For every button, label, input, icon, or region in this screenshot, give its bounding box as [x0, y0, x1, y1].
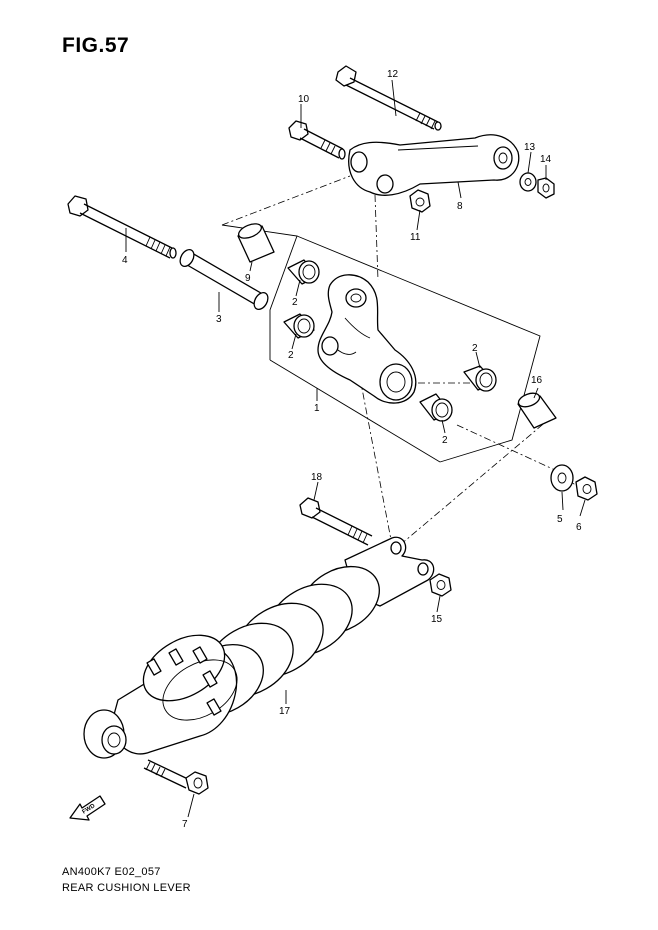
callout-9: 10: [298, 94, 310, 105]
callout-15: 17: [279, 706, 291, 717]
callout-14: 16: [531, 375, 543, 386]
callout-8: 9: [245, 273, 251, 284]
sleeve-3: [179, 248, 269, 311]
nut-6: [575, 476, 598, 501]
bolt-4: [67, 195, 177, 259]
shock-absorber-15: [83, 536, 435, 759]
callout-1: 1: [314, 403, 320, 414]
figure-caption: REAR CUSHION LEVER: [62, 882, 191, 894]
callout-2-c: 2: [472, 343, 478, 354]
callout-7: 8: [457, 201, 463, 212]
callout-11: 12: [387, 69, 399, 80]
callout-4: 4: [122, 255, 128, 266]
nut-13: [537, 177, 555, 199]
cushion-lever-1: [317, 274, 417, 404]
figure-title: FIG.57: [62, 34, 130, 57]
bolt-9: [288, 120, 346, 160]
washer-12: [519, 172, 537, 192]
callout-18: 15: [431, 614, 443, 625]
callout-17: 18: [311, 472, 323, 483]
bearing-2-b: [283, 313, 315, 339]
spacer-8: [237, 223, 275, 263]
callout-3: 3: [216, 314, 222, 325]
callout-2-d: 2: [442, 435, 448, 446]
callout-10: 11: [410, 232, 421, 243]
fwd-arrow-icon: FWD: [69, 795, 106, 821]
bearing-2-a: [287, 259, 320, 285]
callout-12: 13: [524, 142, 536, 153]
nut-18: [429, 573, 452, 597]
callout-6: 6: [576, 522, 582, 533]
nut-10: [409, 189, 431, 213]
callout-labels: 12 10 13 14 8 11 4 9 3 2 2 2 2 1 16 5 6 …: [122, 69, 582, 830]
callout-5: 5: [557, 514, 563, 525]
callout-2-b: 2: [288, 350, 294, 361]
link-rod-7: [348, 134, 520, 196]
bolt-17: [299, 497, 373, 546]
callout-16: 7: [182, 819, 188, 830]
callout-2-a: 2: [292, 297, 298, 308]
bearing-2-d: [419, 393, 453, 422]
washer-5: [550, 464, 574, 492]
callout-leaders: [125, 79, 586, 818]
drawing-code: AN400K7 E02_057: [62, 866, 161, 878]
callout-13: 14: [540, 154, 552, 165]
bearing-2-c: [463, 365, 497, 392]
bolt-16: [143, 759, 209, 795]
spacer-14: [517, 392, 557, 429]
